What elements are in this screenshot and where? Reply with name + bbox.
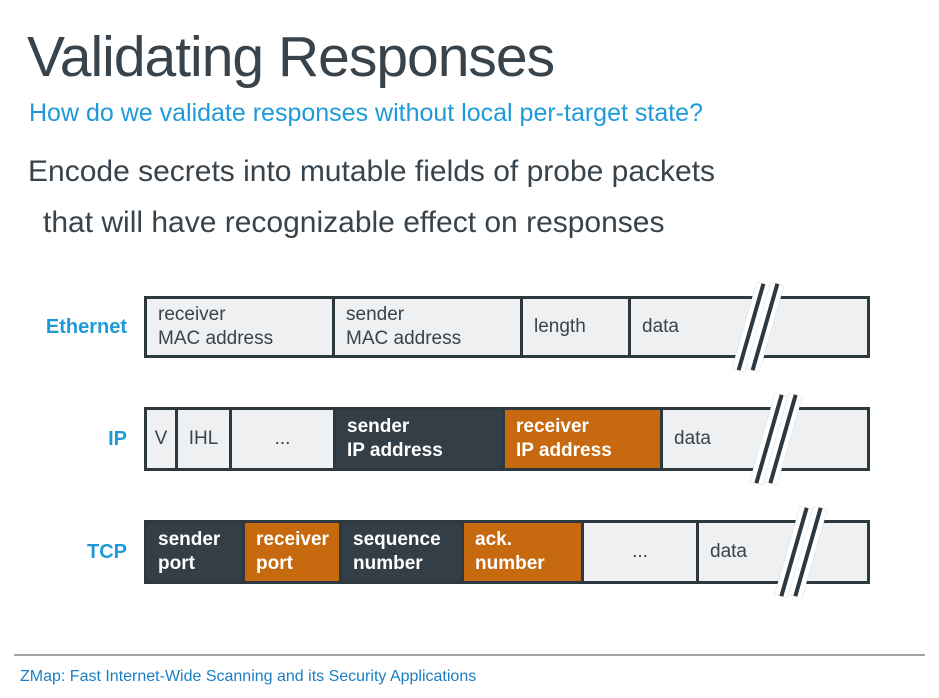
footer-divider: [14, 654, 925, 656]
field-tcp-data: data: [699, 523, 867, 581]
field-ihl: IHL: [178, 410, 229, 468]
tcp-packet-box: sender port receiver port sequence numbe…: [144, 520, 870, 584]
body-line-1: Encode secrets into mutable fields of pr…: [28, 155, 716, 188]
field-sender-mac-address: sender MAC address: [335, 299, 520, 355]
ethernet-label: Ethernet: [45, 315, 127, 338]
ip-packet-box: V IHL ... sender IP address receiver IP …: [144, 407, 870, 471]
tcp-row: TCP sender port receiver port sequence n…: [0, 505, 939, 599]
ip-row: IP V IHL ... sender IP address receiver …: [0, 392, 939, 486]
subtitle: How do we validate responses without loc…: [29, 99, 703, 127]
ip-label: IP: [108, 427, 127, 450]
body-line-2: that will have recognizable effect on re…: [43, 206, 665, 239]
page-title: Validating Responses: [27, 25, 555, 89]
field-sender-port: sender port: [147, 523, 242, 581]
field-receiver-mac-address: receiver MAC address: [147, 299, 332, 355]
field-sender-ip-address: sender IP address: [336, 410, 502, 468]
field-ip-ellipsis: ...: [232, 410, 333, 468]
footer-citation: ZMap: Fast Internet-Wide Scanning and it…: [20, 668, 477, 685]
packet-continuation-break-icon: [749, 392, 803, 486]
field-ack-number: ack. number: [464, 523, 581, 581]
packet-continuation-break-icon: [731, 281, 785, 373]
field-receiver-port: receiver port: [245, 523, 339, 581]
field-tcp-ellipsis: ...: [584, 523, 696, 581]
ethernet-row: Ethernet receiver MAC address sender MAC…: [0, 281, 939, 373]
body-text: Encode secrets into mutable fields of pr…: [28, 146, 715, 248]
field-sequence-number: sequence number: [342, 523, 461, 581]
packet-continuation-break-icon: [774, 505, 828, 599]
field-length: length: [523, 299, 628, 355]
field-version: V: [147, 410, 175, 468]
tcp-label: TCP: [87, 540, 127, 563]
field-receiver-ip-address: receiver IP address: [505, 410, 660, 468]
